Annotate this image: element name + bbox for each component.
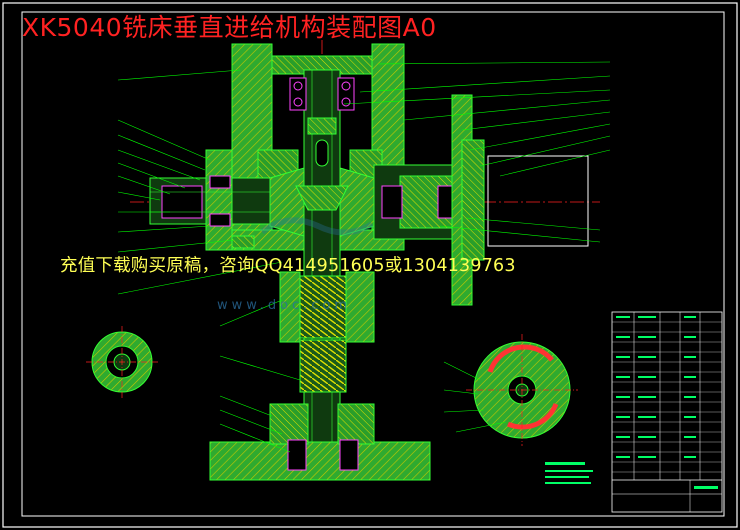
- drawing-title: XK5040铣床垂直进给机构装配图A0: [22, 13, 437, 42]
- left-section-view: [86, 326, 158, 398]
- base-block: [209, 403, 431, 481]
- left-shaft-assembly: [149, 149, 271, 251]
- leader-lines-right: [343, 61, 611, 433]
- right-disc-view: [466, 334, 578, 446]
- technical-notes: [545, 462, 593, 484]
- inner-frame: [21, 11, 725, 517]
- promo-text: 充值下载购买原稿，咨询QQ414951605或1304139763: [60, 256, 516, 276]
- right-shaft-assembly: [373, 94, 485, 306]
- leader-lines-left: [117, 69, 301, 453]
- parts-list-table: [611, 311, 723, 513]
- spring-section: [279, 271, 375, 393]
- watermark-text: www.doc.com: [217, 298, 352, 313]
- bevel-gears: [269, 167, 375, 237]
- watermark-logo: [260, 217, 374, 236]
- top-bearings: [289, 77, 355, 135]
- motor-body: [487, 155, 589, 247]
